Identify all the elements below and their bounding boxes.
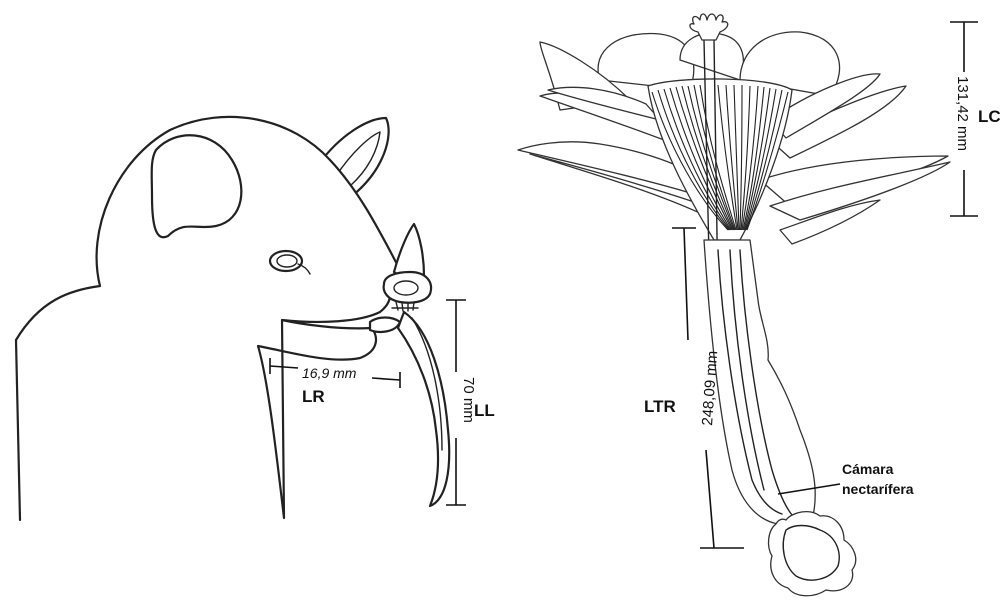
nectar-chamber-label-line2: nectarífera	[842, 481, 914, 497]
nectar-chamber-label-line1: Cámara	[842, 461, 894, 477]
tube-length-label: LTR	[644, 397, 676, 416]
tongue-length-dimension: 70 mm LL	[446, 300, 495, 505]
corolla-length-value: 131,42 mm	[954, 76, 971, 151]
corolla-length-label: LC	[978, 107, 1001, 126]
tongue-length-label: LL	[474, 401, 495, 420]
rostrum-length-value: 16,9 mm	[302, 365, 357, 381]
flower-nectar-chamber	[769, 512, 856, 596]
rostrum-length-label: LR	[302, 387, 325, 406]
rostrum-length-dimension: 16,9 mm LR	[270, 358, 400, 406]
tube-length-value: 248,09 mm	[699, 350, 721, 426]
corolla-length-dimension: 131,42 mm LC	[950, 22, 1001, 216]
bat-head-illustration	[16, 117, 449, 520]
bat-nose-leaf	[394, 224, 424, 279]
bat-nostril-ring	[384, 272, 431, 303]
flower-illustration	[518, 14, 950, 596]
